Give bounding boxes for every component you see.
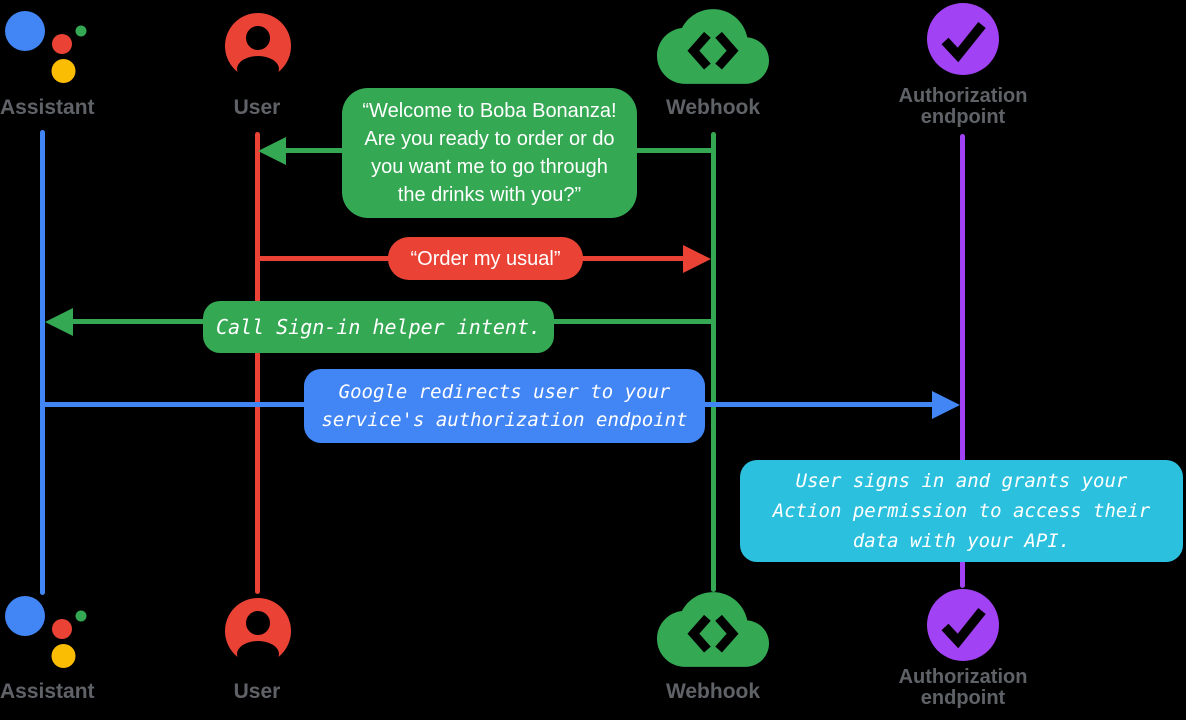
cloud-code-icon — [657, 9, 769, 84]
code-line: service's authorization endpoint — [321, 409, 688, 431]
speech-bubble-welcome: “Welcome to Boba Bonanza! Are you ready … — [342, 88, 637, 218]
google-assistant-icon — [5, 596, 87, 668]
code-line: Call Sign-in helper intent. — [215, 315, 542, 339]
actor-label-user: User — [233, 680, 281, 703]
actor-label-user: User — [233, 96, 281, 119]
code-line: Google redirects user to your — [338, 381, 671, 403]
code-line: User signs in and grants your — [795, 470, 1128, 492]
arrowhead-left-icon — [45, 308, 73, 336]
arrowhead-right-icon — [932, 391, 960, 419]
user-icon — [225, 598, 291, 664]
check-circle-icon — [927, 3, 999, 75]
arrowhead-right-icon — [683, 245, 711, 273]
google-assistant-icon — [5, 11, 87, 83]
actor-label-webhook: Webhook — [665, 96, 761, 119]
speech-line: you want me to go through — [371, 156, 608, 178]
code-bubble-signin-intent: Call Sign-in helper intent. — [203, 301, 554, 353]
code-line: data with your API. — [852, 530, 1071, 552]
lifeline-webhook — [711, 132, 716, 592]
lifeline-authorization-endpoint — [960, 134, 965, 588]
code-line: Action permission to access their — [772, 500, 1151, 522]
code-bubble-redirect: Google redirects user to your service's … — [304, 369, 705, 443]
speech-line: “Order my usual” — [410, 247, 561, 270]
cloud-code-icon — [657, 592, 769, 667]
lifeline-assistant — [40, 130, 45, 595]
actor-label-assistant: Assistant — [0, 680, 95, 703]
user-icon — [225, 13, 291, 79]
actor-label-authorization-endpoint: Authorization endpoint — [898, 666, 1028, 709]
speech-line: “Welcome to Boba Bonanza! — [362, 100, 617, 122]
check-circle-icon — [927, 589, 999, 661]
lifeline-user — [255, 132, 260, 594]
speech-bubble-order: “Order my usual” — [388, 237, 583, 280]
note-bubble-user-signs-in: User signs in and grants your Action per… — [740, 460, 1183, 562]
actor-label-assistant: Assistant — [0, 96, 95, 119]
arrowhead-left-icon — [258, 137, 286, 165]
actor-label-webhook: Webhook — [665, 680, 761, 703]
actor-label-authorization-endpoint: Authorization endpoint — [898, 85, 1028, 128]
speech-line: the drinks with you?” — [397, 184, 582, 206]
speech-line: Are you ready to order or do — [364, 128, 615, 150]
